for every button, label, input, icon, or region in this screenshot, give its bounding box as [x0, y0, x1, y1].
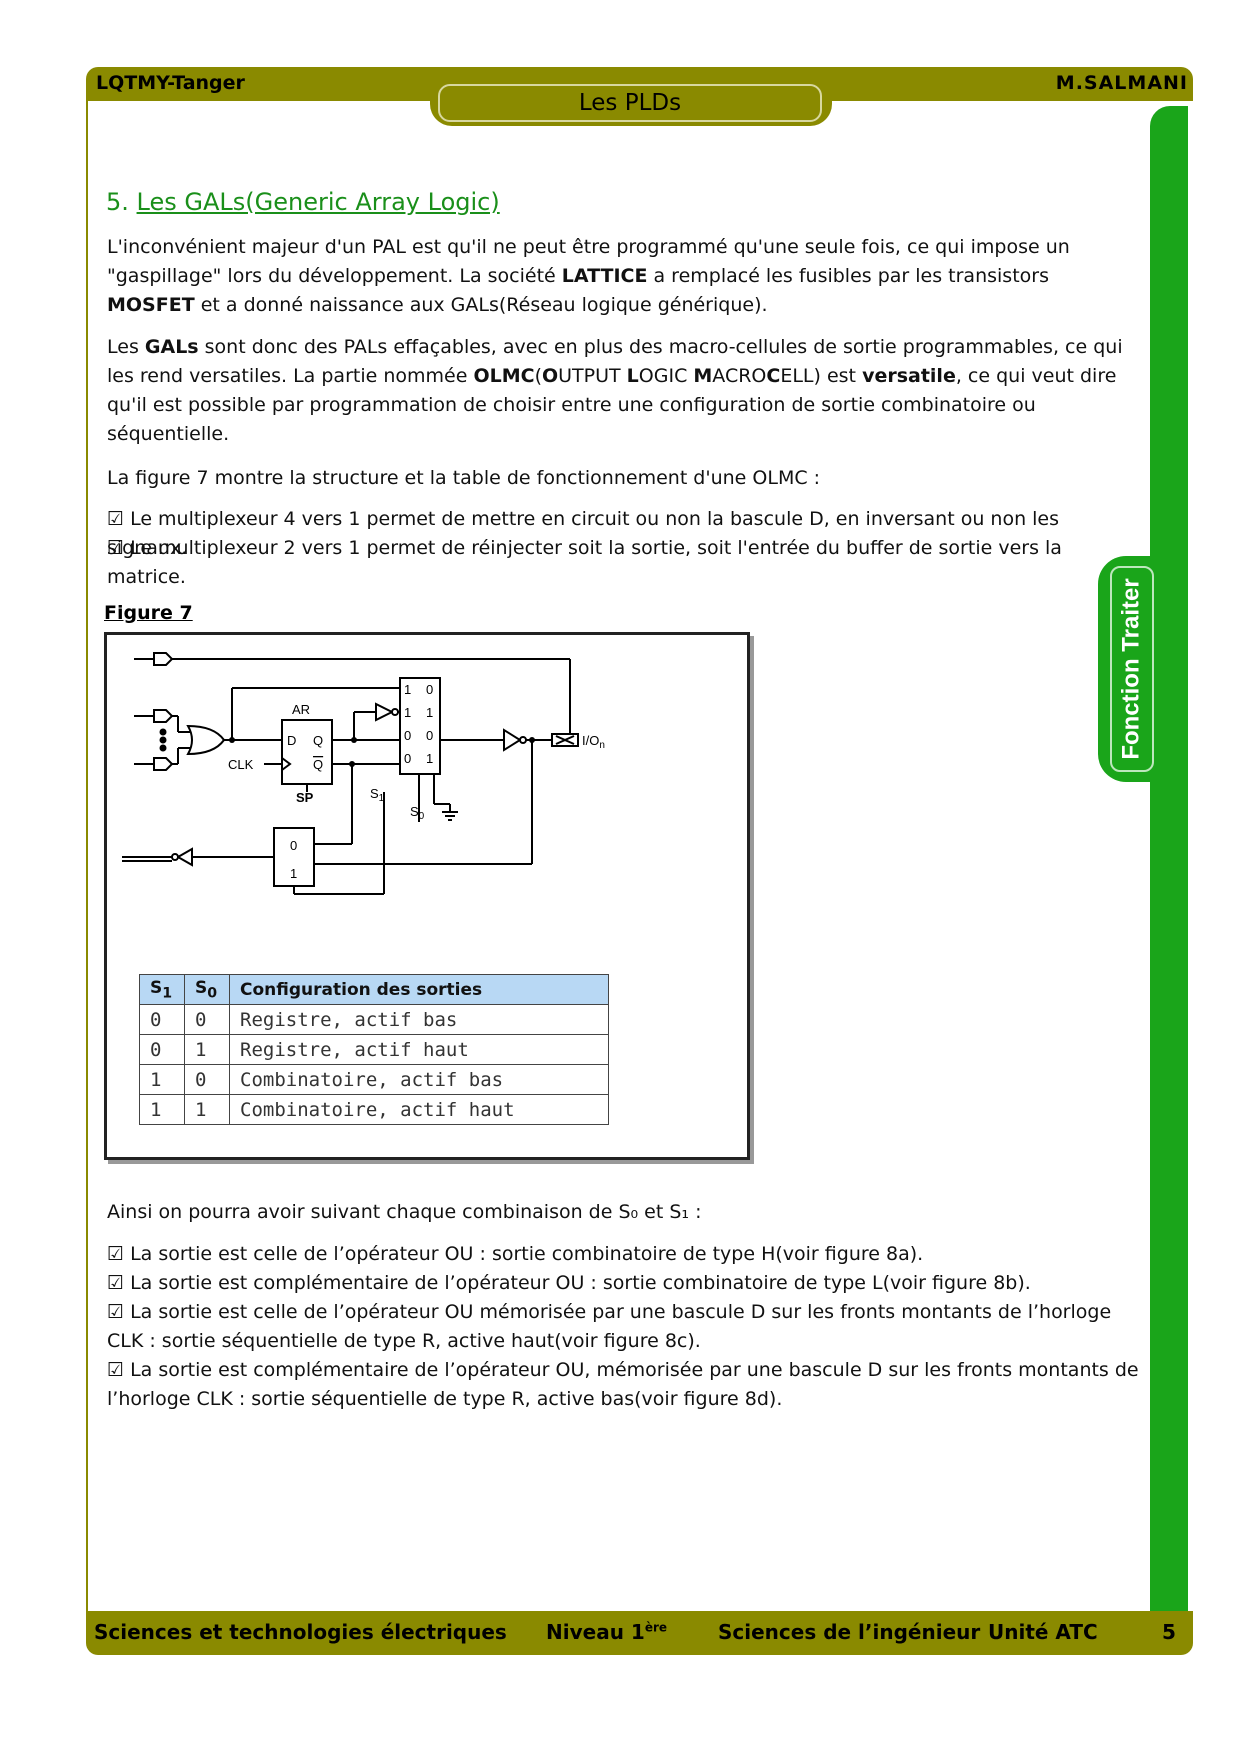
mux4-sel-3: 1: [426, 751, 433, 766]
col-s1: S1: [139, 974, 185, 1005]
section-title-text: Les GALs(Generic Array Logic): [136, 188, 500, 216]
label-ar: AR: [292, 702, 310, 717]
side-tab-label-box: Fonction Traiter: [1110, 566, 1154, 772]
mux4-in-0: 1: [404, 682, 411, 697]
label-qbar: Q: [313, 757, 323, 772]
paragraph-figure-ref: La figure 7 montre la structure et la ta…: [107, 467, 821, 489]
bullet-type-r-high: ☑ La sortie est celle de l’opérateur OU …: [107, 1301, 1112, 1352]
paragraph-intro: L'inconvénient majeur d'un PAL est qu'il…: [107, 236, 1070, 316]
mux2-in-0: 0: [290, 838, 297, 853]
mux4-sel-2: 0: [426, 728, 433, 743]
mux2-in-1: 1: [290, 866, 297, 881]
paragraph-combinations: Ainsi on pourra avoir suivant chaque com…: [107, 1201, 702, 1223]
label-sp: SP: [296, 790, 314, 805]
mux4-in-2: 0: [404, 728, 411, 743]
bullet-mux4: ☑ Le multiplexeur 4 vers 1 permet de met…: [107, 508, 1060, 559]
side-strip: [1150, 106, 1188, 1632]
bullet-type-l: ☑ La sortie est complémentaire de l’opér…: [107, 1272, 1031, 1294]
table-header-row: S1 S0 Configuration des sorties: [139, 974, 609, 1005]
label-s0: S0: [410, 804, 425, 822]
footer-level: Niveau 1ère: [546, 1620, 668, 1644]
left-border: [86, 100, 88, 1640]
label-io: I/On: [582, 733, 605, 751]
footer-band: [86, 1611, 1193, 1655]
mux4-in-1: 1: [404, 705, 411, 720]
side-tab: [1098, 556, 1188, 782]
bullet-mux2: ☑ Le multiplexeur 2 vers 1 permet de réi…: [107, 537, 1062, 588]
bullet-type-h: ☑ La sortie est celle de l’opérateur OU …: [107, 1243, 924, 1265]
footer-field: Sciences et technologies électriques: [94, 1620, 507, 1644]
paragraph-gals: Les GALs sont donc des PALs effaçables, …: [107, 336, 1123, 445]
olmc-diagram: AR D Q Q CLK SP S1 S0 I/On 1 1 0 0 0 1 0…: [122, 652, 605, 895]
label-q: Q: [313, 733, 323, 748]
page-title: Les PLDs: [438, 84, 822, 122]
label-clk: CLK: [228, 757, 254, 772]
page-number: 5: [1162, 1620, 1176, 1644]
section-number: 5.: [106, 188, 129, 216]
header-author: M.SALMANI: [1055, 72, 1188, 94]
footer-subject: Sciences de l’ingénieur: [718, 1620, 981, 1644]
col-s0: S0: [184, 974, 230, 1005]
bullet-type-r-low: ☑ La sortie est complémentaire de l’opér…: [107, 1359, 1139, 1410]
col-config: Configuration des sorties: [229, 974, 609, 1005]
section-title: 5. Les GALs(Generic Array Logic): [106, 188, 500, 216]
label-s1: S1: [370, 786, 385, 804]
mux4-sel-0: 0: [426, 682, 433, 697]
header-school: LQTMY-Tanger: [96, 72, 245, 94]
footer-unit: Unité ATC: [988, 1620, 1098, 1644]
figure-caption: Figure 7: [104, 602, 193, 624]
mux4-sel-1: 1: [426, 705, 433, 720]
side-tab-label: Fonction Traiter: [1118, 578, 1146, 760]
label-d: D: [287, 733, 296, 748]
mux4-in-3: 0: [404, 751, 411, 766]
